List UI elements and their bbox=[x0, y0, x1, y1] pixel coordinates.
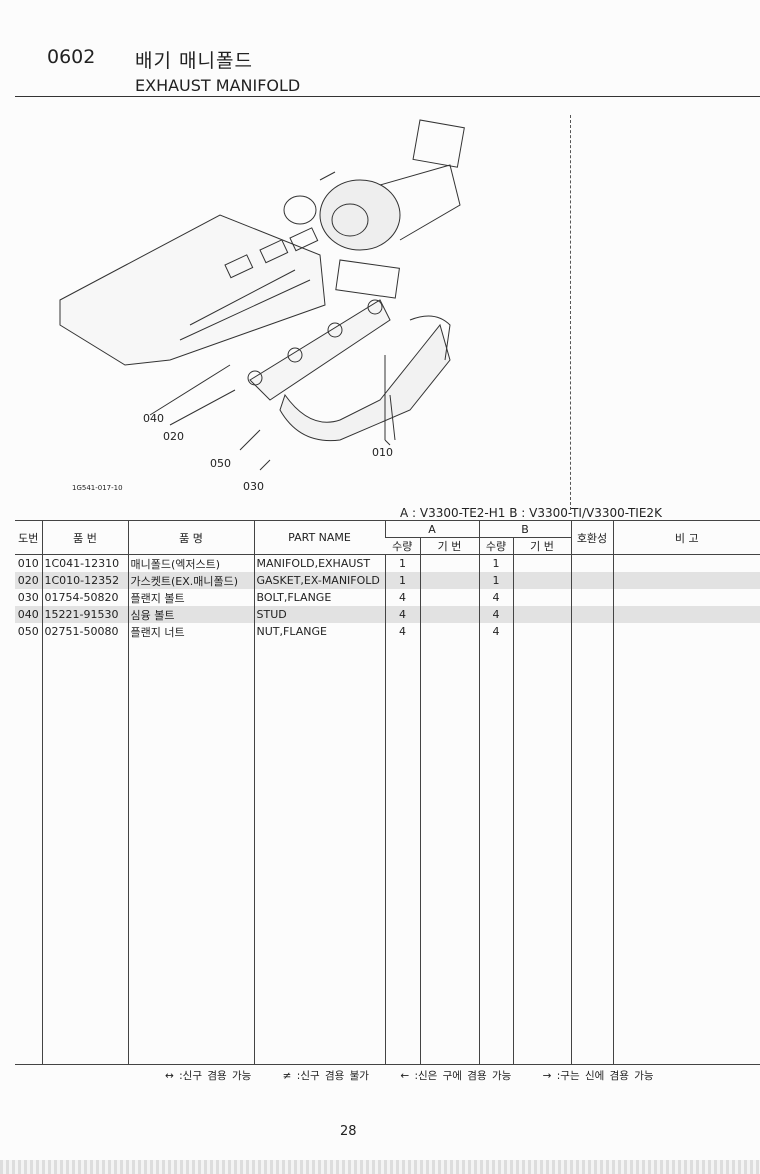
header-qty-b: 수량 bbox=[478, 537, 513, 555]
row-compat bbox=[570, 589, 613, 606]
empty-cell bbox=[570, 640, 613, 1065]
callout-050: 050 bbox=[210, 457, 231, 470]
header-part-no: 품 번 bbox=[41, 520, 128, 555]
row-compat bbox=[570, 572, 613, 589]
row-remarks bbox=[612, 554, 760, 572]
row-part-no: 01754-50820 bbox=[41, 589, 128, 606]
header-ref: 도번 bbox=[15, 520, 42, 555]
row-qty-a: 4 bbox=[384, 623, 420, 640]
row-name-ko: 매니폴드(엑저스트) bbox=[127, 554, 254, 572]
empty-cell bbox=[512, 640, 571, 1065]
row-ref: 050 bbox=[17, 625, 39, 638]
dashed-divider bbox=[570, 115, 571, 510]
header-part-name: PART NAME bbox=[253, 520, 385, 555]
row-qty-a: 1 bbox=[384, 572, 420, 589]
row-name-ko: 플랜지 볼트 bbox=[127, 589, 254, 606]
row-name-ko: 심융 볼트 bbox=[127, 606, 254, 623]
row-qty-a: 4 bbox=[384, 589, 420, 606]
empty-cell bbox=[478, 640, 513, 1065]
header-rule bbox=[15, 96, 760, 97]
exploded-diagram bbox=[59, 119, 465, 471]
row-name-ko: 가스켓트(EX.매니폴드) bbox=[127, 572, 254, 589]
empty-cell bbox=[419, 640, 479, 1065]
empty-cell bbox=[15, 640, 42, 1065]
row-serial-a bbox=[419, 606, 479, 623]
row-part-name: GASKET,EX-MANIFOLD bbox=[253, 572, 385, 589]
scan-edge bbox=[0, 1160, 760, 1174]
legend-item: ≠ :신구 겸용 불가 bbox=[282, 1070, 369, 1082]
header-name-ko: 품 명 bbox=[127, 520, 254, 555]
empty-cell bbox=[384, 640, 420, 1065]
empty-cell bbox=[127, 640, 254, 1065]
row-name-ko: 플랜지 너트 bbox=[127, 623, 254, 640]
row-remarks bbox=[612, 623, 760, 640]
row-ref: 030 bbox=[17, 591, 39, 604]
row-remarks bbox=[612, 606, 760, 623]
empty-cell bbox=[253, 640, 385, 1065]
row-qty-b: 1 bbox=[478, 572, 513, 589]
row-compat bbox=[570, 554, 613, 572]
legend-item: ↔ :신구 겸용 가능 bbox=[165, 1070, 252, 1082]
row-qty-b: 4 bbox=[478, 623, 513, 640]
row-part-name: MANIFOLD,EXHAUST bbox=[253, 554, 385, 572]
row-part-no: 02751-50080 bbox=[41, 623, 128, 640]
row-compat bbox=[570, 623, 613, 640]
row-serial-a bbox=[419, 572, 479, 589]
section-code: 0602 bbox=[47, 46, 96, 68]
table-filler-row bbox=[15, 640, 760, 1065]
row-serial-b bbox=[512, 589, 571, 606]
row-serial-b bbox=[512, 554, 571, 572]
header-remarks: 비 고 bbox=[612, 520, 760, 555]
row-ref: 010 bbox=[17, 557, 39, 570]
header-a: A bbox=[384, 520, 479, 538]
row-ref: 020 bbox=[15, 572, 42, 589]
row-remarks bbox=[612, 572, 760, 589]
row-serial-a bbox=[419, 623, 479, 640]
header-qty-a: 수량 bbox=[385, 537, 420, 555]
empty-cell bbox=[41, 640, 128, 1065]
row-ref: 040 bbox=[15, 606, 42, 623]
page-number: 28 bbox=[340, 1124, 357, 1139]
row-part-name: NUT,FLANGE bbox=[253, 623, 385, 640]
row-serial-b bbox=[512, 623, 571, 640]
row-part-no: 15221-91530 bbox=[41, 606, 128, 623]
row-part-no: 1C010-12352 bbox=[41, 572, 128, 589]
row-qty-a: 4 bbox=[384, 606, 420, 623]
callout-040: 040 bbox=[143, 412, 164, 425]
figure-id: 1G541-017-10 bbox=[72, 484, 123, 492]
empty-cell bbox=[612, 640, 760, 1065]
row-compat bbox=[570, 606, 613, 623]
header-compat: 호환성 bbox=[570, 520, 613, 555]
header-serial-b: 기 번 bbox=[512, 537, 571, 555]
row-qty-a: 1 bbox=[384, 554, 420, 572]
row-part-name: BOLT,FLANGE bbox=[253, 589, 385, 606]
row-serial-a bbox=[419, 589, 479, 606]
callout-020: 020 bbox=[163, 430, 184, 443]
row-serial-b bbox=[512, 606, 571, 623]
row-qty-b: 1 bbox=[478, 554, 513, 572]
row-serial-a bbox=[419, 554, 479, 572]
model-legend: A : V3300-TE2-H1 B : V3300-TI/V3300-TIE2… bbox=[400, 506, 662, 520]
header-b: B bbox=[478, 520, 571, 538]
row-qty-b: 4 bbox=[478, 589, 513, 606]
row-qty-b: 4 bbox=[478, 606, 513, 623]
header-serial-a: 기 번 bbox=[419, 537, 479, 555]
row-remarks bbox=[612, 589, 760, 606]
row-part-no: 1C041-12310 bbox=[41, 554, 128, 572]
callout-010: 010 bbox=[372, 446, 393, 459]
parts-table: 도번 품 번 품 명 PART NAME A B 호환성 비 고 수량 기 번 … bbox=[15, 520, 760, 1065]
callout-030: 030 bbox=[243, 480, 264, 493]
compatibility-legend: ↔ :신구 겸용 가능 ≠ :신구 겸용 불가 ← :신은 구에 겸용 가능 →… bbox=[165, 1068, 680, 1083]
row-serial-b bbox=[512, 572, 571, 589]
title-korean: 배기 매니폴드 bbox=[135, 50, 253, 72]
row-part-name: STUD bbox=[253, 606, 385, 623]
legend-item: ← :신은 구에 겸용 가능 bbox=[400, 1070, 512, 1082]
legend-item: → :구는 신에 겸용 가능 bbox=[542, 1070, 654, 1082]
title-english: EXHAUST MANIFOLD bbox=[135, 76, 301, 95]
